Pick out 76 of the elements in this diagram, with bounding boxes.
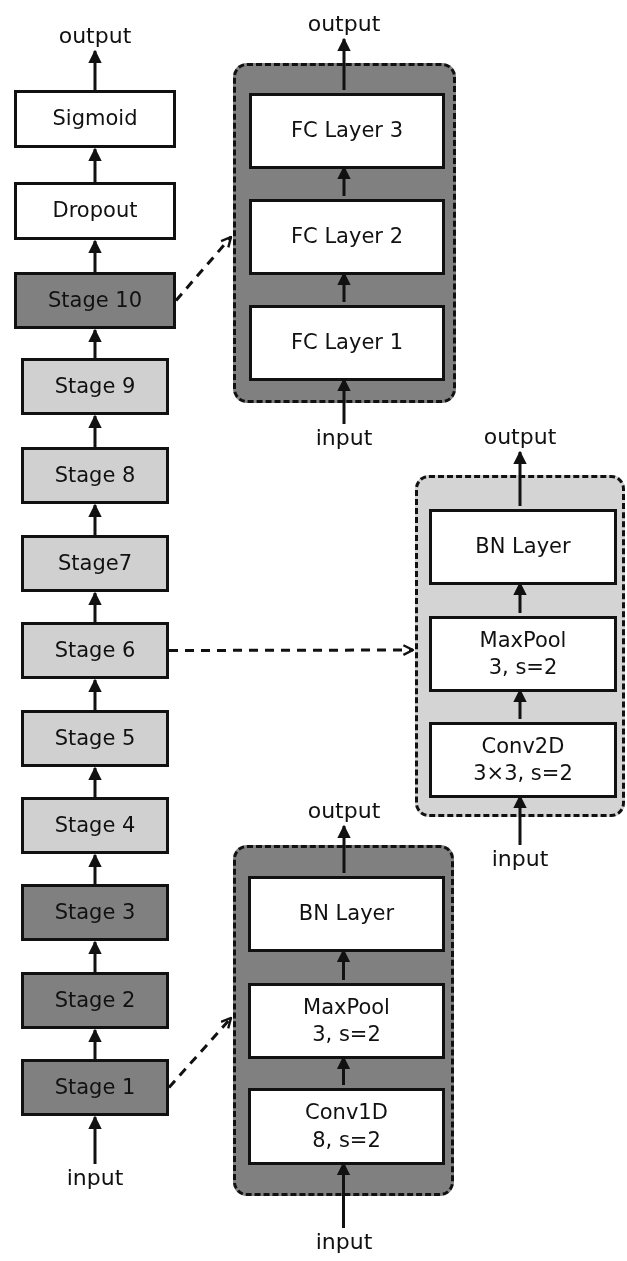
box-label: MaxPool (303, 993, 390, 1021)
box-label: Stage 5 (54, 724, 136, 752)
box-label: 3, s=2 (488, 654, 558, 681)
arrow (169, 644, 415, 656)
stage-box (21, 710, 169, 767)
io-label: input (294, 424, 394, 452)
arrow (174, 235, 233, 302)
io-label: output (294, 10, 394, 38)
box-label: FC Layer 2 (291, 223, 403, 251)
arrow (88, 766, 102, 797)
box-label: Stage 10 (47, 286, 143, 314)
stage-box (21, 797, 169, 854)
arrow (337, 824, 351, 873)
block-container (233, 845, 454, 1196)
box-label: Stage 1 (54, 1073, 136, 1101)
box-label: Stage 3 (54, 898, 136, 926)
layer-box (248, 983, 445, 1059)
io-label: output (470, 423, 570, 451)
stage-box (14, 272, 176, 329)
io-label: input (470, 845, 570, 873)
layer-box (14, 182, 176, 240)
io-label: input (294, 1228, 394, 1256)
layer-box (429, 509, 617, 585)
layer-box (249, 305, 445, 381)
box-label: 3×3, s=2 (473, 760, 573, 787)
layer-box (248, 876, 445, 952)
box-label: Sigmoid (52, 105, 138, 133)
arrow (88, 1115, 102, 1164)
arrow (88, 591, 102, 622)
arrow (88, 853, 102, 884)
stage-box (21, 1059, 169, 1116)
arrow (88, 678, 102, 710)
arrow (88, 328, 102, 358)
io-label: input (45, 1164, 145, 1192)
io-label: output (294, 797, 394, 825)
box-label: Conv1D (305, 1099, 388, 1127)
box-label: 3, s=2 (312, 1021, 381, 1048)
arrow (88, 239, 102, 272)
stage-box (21, 535, 169, 592)
stage-box (21, 884, 169, 941)
box-label: Stage7 (57, 549, 132, 577)
arrow (88, 1028, 102, 1059)
box-label: Stage 4 (54, 811, 136, 839)
box-label: FC Layer 1 (291, 329, 403, 357)
stage-box (21, 622, 169, 679)
stage-box (21, 972, 169, 1029)
box-label: MaxPool (479, 626, 567, 654)
layer-box (429, 616, 617, 692)
arrow (88, 503, 102, 535)
arrow (88, 414, 102, 447)
arrow (513, 450, 527, 506)
arrow (167, 1016, 233, 1089)
layer-box (248, 1088, 445, 1165)
box-label: Conv2D (481, 732, 565, 760)
stage-box (21, 358, 169, 415)
block-container (415, 475, 625, 817)
layer-box (249, 199, 445, 275)
io-label: output (45, 22, 145, 50)
arrow (337, 37, 351, 90)
box-label: Stage 6 (54, 636, 136, 664)
arrow (88, 940, 102, 972)
arrow (88, 49, 102, 90)
block-container (233, 63, 456, 403)
box-label: 8, s=2 (312, 1126, 381, 1154)
arrow (88, 147, 102, 182)
box-label: Stage 2 (54, 986, 136, 1014)
box-label: Dropout (52, 197, 138, 225)
layer-box (429, 722, 617, 798)
stage-box (21, 447, 169, 504)
layer-box (249, 93, 445, 169)
layer-box (14, 90, 176, 148)
box-label: Stage 8 (54, 461, 136, 489)
box-label: BN Layer (298, 900, 395, 928)
box-label: FC Layer 3 (291, 117, 403, 145)
box-label: Stage 9 (54, 372, 136, 400)
box-label: BN Layer (475, 533, 571, 561)
